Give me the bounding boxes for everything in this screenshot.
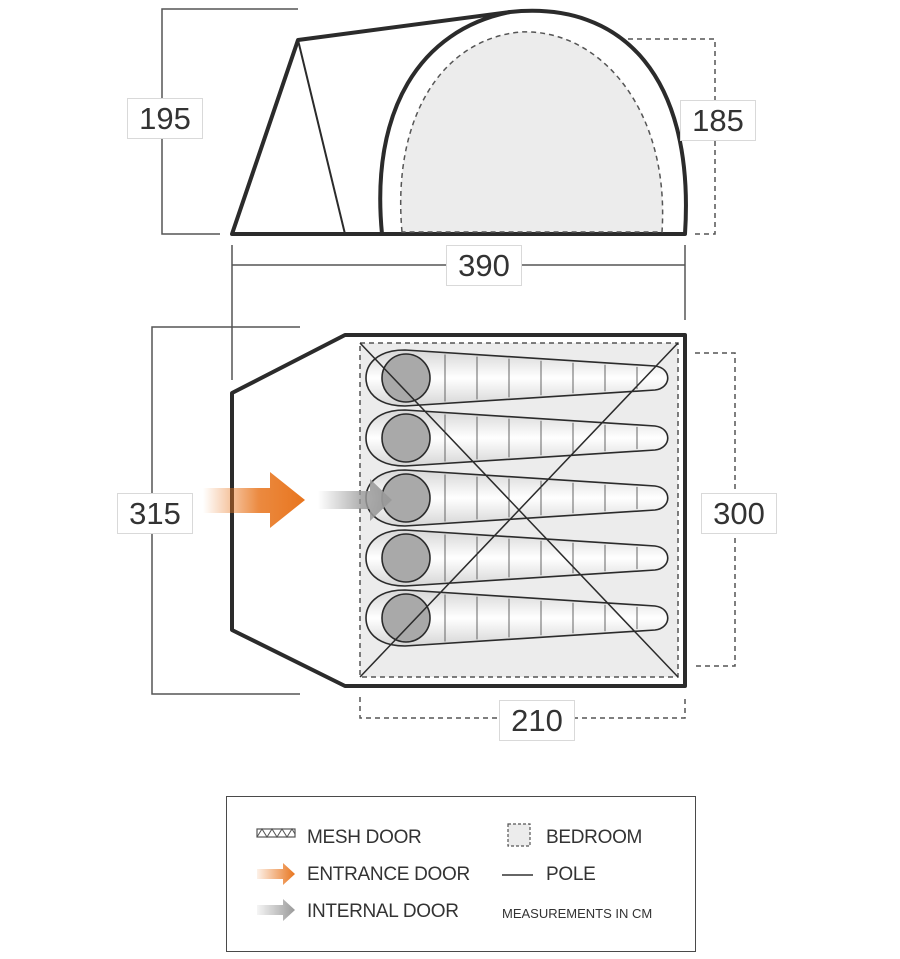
bedroom-length-label: 210 [499, 700, 575, 741]
legend-internal-door: INTERNAL DOOR [307, 901, 459, 922]
floor-plan [151, 326, 736, 719]
legend-pole: POLE [546, 864, 596, 885]
bedroom-width-dimension-line [695, 352, 736, 667]
sleeping-bag [365, 349, 669, 407]
head-circle [381, 533, 431, 583]
legend-bedroom: BEDROOM [546, 827, 643, 848]
sleeping-bag [365, 469, 669, 527]
side-dome-line [378, 10, 511, 235]
head-circle [381, 413, 431, 463]
internal-door-arrow [318, 479, 392, 521]
side-pole [297, 39, 346, 235]
legend-measurements-note: MEASUREMENTS IN CM [502, 906, 653, 921]
sleeping-bag [365, 529, 669, 587]
bedroom-icon [507, 823, 531, 847]
entrance-door-icon [257, 863, 295, 885]
sleeping-bags [365, 349, 669, 647]
sleeping-bag [365, 409, 669, 467]
entrance-door-arrow [203, 472, 305, 528]
sleeping-bag [365, 589, 669, 647]
floor-pole [359, 342, 679, 678]
height-front-label: 195 [127, 98, 203, 139]
mesh-door-icon [256, 828, 296, 838]
bedroom-width-label: 300 [701, 493, 777, 534]
side-bedroom [400, 31, 664, 233]
legend-entrance-door: ENTRANCE DOOR [307, 864, 470, 885]
legend-box [226, 796, 696, 952]
length-total-label: 390 [446, 245, 522, 286]
width-total-label: 315 [117, 493, 193, 534]
side-view [161, 8, 716, 380]
head-circle [381, 353, 431, 403]
head-circle [381, 593, 431, 643]
legend-icons [256, 823, 533, 921]
legend-mesh-door: MESH DOOR [307, 827, 422, 848]
internal-door-icon [257, 899, 295, 921]
height-bedroom-label: 185 [680, 100, 756, 141]
